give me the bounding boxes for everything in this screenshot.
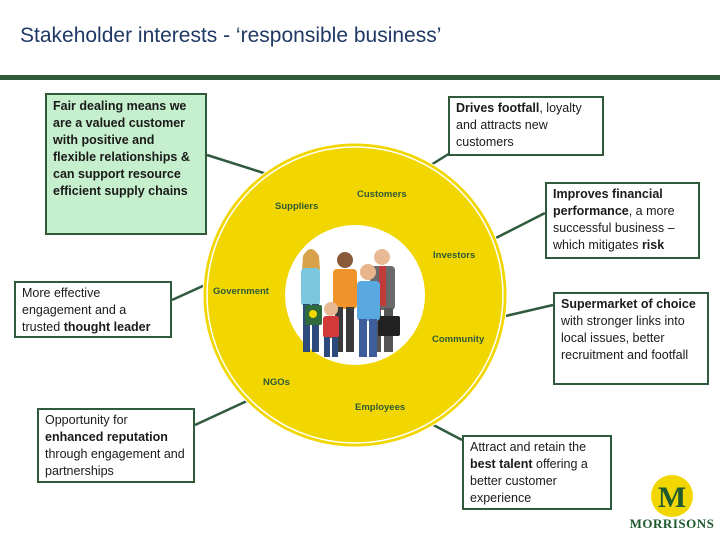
svg-text:M: M (658, 481, 686, 514)
segment-employees: Employees (355, 402, 405, 413)
employee-benefit-box: Attract and retain the best talent offer… (462, 435, 612, 510)
community-benefit-box: Supermarket of choice with stronger link… (553, 292, 709, 385)
page-title: Stakeholder interests - ‘responsible bus… (20, 24, 442, 47)
morrisons-m-badge: M (651, 475, 693, 517)
customer-benefit-box: Drives footfall, loyalty and attracts ne… (448, 96, 604, 156)
reputation-emphasis: enhanced reputation (45, 430, 168, 444)
segment-ngos: NGOs (263, 377, 290, 388)
segment-customers: Customers (357, 189, 407, 200)
connector-line (496, 303, 554, 320)
segment-government: Government (213, 286, 270, 297)
best-talent-emphasis: best talent (470, 457, 533, 471)
connector-line (206, 153, 271, 177)
footfall-emphasis: Drives footfall (456, 101, 540, 115)
investor-benefit-box: Improves financial performance, a more s… (545, 182, 700, 259)
ngo-benefit-box: Opportunity for enhanced reputation thro… (37, 408, 195, 483)
segment-community: Community (432, 334, 485, 345)
supplier-benefit-text: Fair dealing means we are a valued custo… (53, 99, 190, 198)
segment-suppliers: Suppliers (275, 201, 318, 212)
connector-line (491, 211, 546, 242)
supermarket-emphasis: Supermarket of choice (561, 297, 696, 311)
financial-emphasis: Improves financial performance (553, 187, 663, 218)
thought-leader-emphasis: thought leader (63, 320, 151, 334)
title-divider (0, 75, 720, 80)
people-illustration (301, 249, 400, 357)
supplier-benefit-box: Fair dealing means we are a valued custo… (45, 93, 207, 235)
wheel-ring-line (206, 146, 504, 444)
connector-line (171, 283, 206, 302)
segment-investors: Investors (433, 250, 475, 261)
risk-emphasis: risk (641, 238, 665, 252)
government-benefit-box: More effective engagement and a trusted … (14, 281, 172, 338)
morrisons-logo: M MORRISONS (624, 474, 720, 534)
morrisons-wordmark: MORRISONS (629, 516, 715, 531)
